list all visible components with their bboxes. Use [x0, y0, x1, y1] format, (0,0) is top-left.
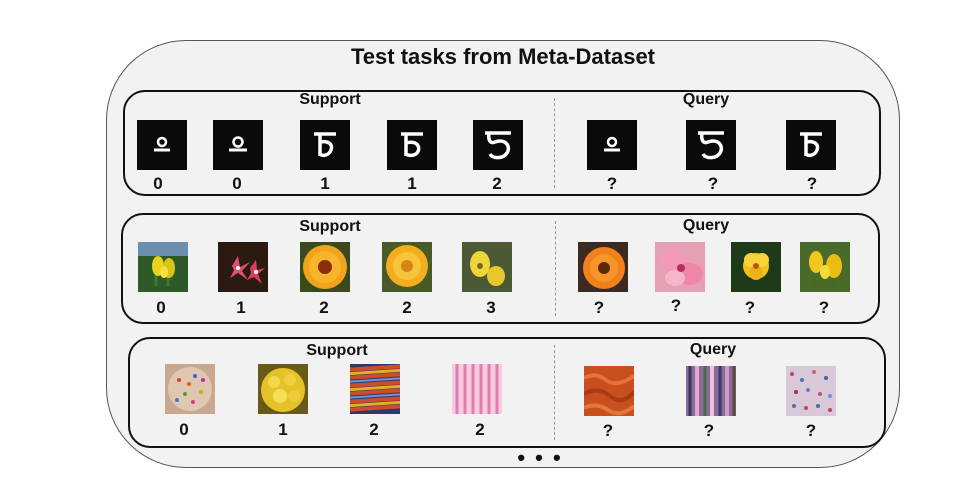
support-image-pink-striped-texture	[452, 364, 502, 414]
support-image-yellow-iris	[138, 242, 188, 292]
support-image-orange-sunflower	[300, 242, 350, 292]
support-label: 1	[278, 420, 288, 439]
query-image-pink-lily	[655, 242, 705, 292]
support-label: 0	[153, 174, 163, 193]
query-label: ?	[593, 298, 605, 317]
query-image-speckled-texture	[786, 366, 836, 416]
query-image-orange-gerbera	[578, 242, 628, 292]
query-image-orange-rough-texture	[584, 366, 634, 416]
query-image-char-a	[587, 120, 637, 170]
support-image-char-b	[300, 120, 350, 170]
support-label: 2	[402, 298, 412, 317]
query-image-yellow-iris	[800, 242, 850, 292]
query-label: ?	[670, 296, 682, 315]
query-label: ?	[818, 298, 830, 317]
support-image-striped-fabric-texture	[350, 364, 400, 414]
support-label: 1	[236, 298, 246, 317]
query-label: ?	[806, 174, 818, 193]
query-header: Query	[682, 217, 730, 234]
query-label: ?	[744, 298, 756, 317]
support-image-char-a	[137, 120, 187, 170]
query-label: ?	[606, 174, 618, 193]
support-header: Support	[306, 342, 368, 359]
query-header: Query	[682, 91, 730, 108]
support-image-orange-sunflower	[382, 242, 432, 292]
support-query-divider	[554, 345, 555, 440]
support-header: Support	[299, 91, 361, 108]
query-label: ?	[805, 421, 817, 440]
support-header: Support	[299, 218, 361, 235]
support-image-char-c	[473, 120, 523, 170]
support-label: 0	[179, 420, 189, 439]
support-image-pink-star-flower	[218, 242, 268, 292]
query-image-char-b	[786, 120, 836, 170]
task-row-textures	[128, 337, 886, 448]
support-label: 0	[156, 298, 166, 317]
support-label: 3	[486, 298, 496, 317]
more-tasks-ellipsis: • • •	[517, 445, 563, 470]
panel-title: Test tasks from Meta-Dataset	[350, 44, 656, 69]
support-label: 1	[320, 174, 330, 193]
support-image-char-b	[387, 120, 437, 170]
query-image-yellow-flower	[731, 242, 781, 292]
query-header: Query	[689, 341, 737, 358]
support-image-sprinkled-texture	[165, 364, 215, 414]
query-label: ?	[602, 421, 614, 440]
support-label: 2	[492, 174, 502, 193]
support-label: 2	[319, 298, 329, 317]
support-image-yellow-poppy	[462, 242, 512, 292]
query-label: ?	[707, 174, 719, 193]
support-image-yellow-bumpy-texture	[258, 364, 308, 414]
support-label: 2	[475, 420, 485, 439]
support-query-divider	[555, 221, 556, 316]
support-label: 2	[369, 420, 379, 439]
query-image-char-c	[686, 120, 736, 170]
support-query-divider	[554, 98, 555, 188]
query-image-vertical-striped-texture	[686, 366, 736, 416]
support-label: 1	[407, 174, 417, 193]
query-label: ?	[703, 421, 715, 440]
support-label: 0	[232, 174, 242, 193]
support-image-char-a	[213, 120, 263, 170]
